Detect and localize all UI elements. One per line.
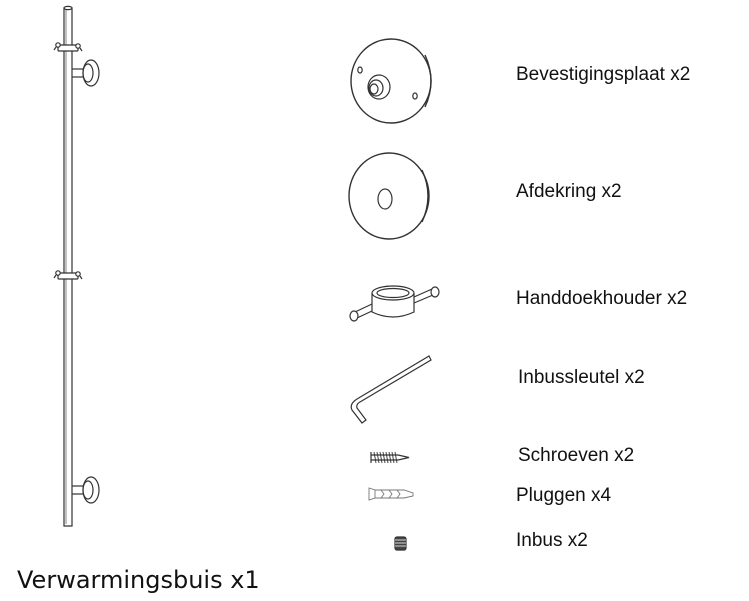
allen-screw-label: Inbus x2 <box>516 530 588 551</box>
mounting-plate-label: Bevestigingsplaat x2 <box>516 64 691 85</box>
mounting-plate-illustration <box>351 39 431 123</box>
screw-illustration <box>371 452 409 463</box>
tube-bracket-bottom <box>72 477 99 503</box>
towel-holder-label: Handdoekhouder x2 <box>516 288 688 309</box>
allen-screw-illustration <box>395 537 406 550</box>
screws-label: Schroeven x2 <box>518 445 635 466</box>
tube-clamp-middle <box>54 271 82 279</box>
tube-bracket-top <box>72 60 99 86</box>
allen-key-label: Inbussleutel x2 <box>518 367 645 388</box>
allen-key-illustration <box>351 356 431 423</box>
plug-illustration <box>369 488 413 500</box>
cover-ring-label: Afdekring x2 <box>516 181 622 202</box>
cover-ring-illustration <box>349 153 429 239</box>
heating-tube-label: Verwarmingsbuis x1 <box>17 566 260 594</box>
heating-tube-illustration <box>54 6 99 526</box>
tube-clamp-top <box>54 43 82 51</box>
plugs-label: Pluggen x4 <box>516 485 612 506</box>
towel-holder-illustration <box>350 286 439 321</box>
